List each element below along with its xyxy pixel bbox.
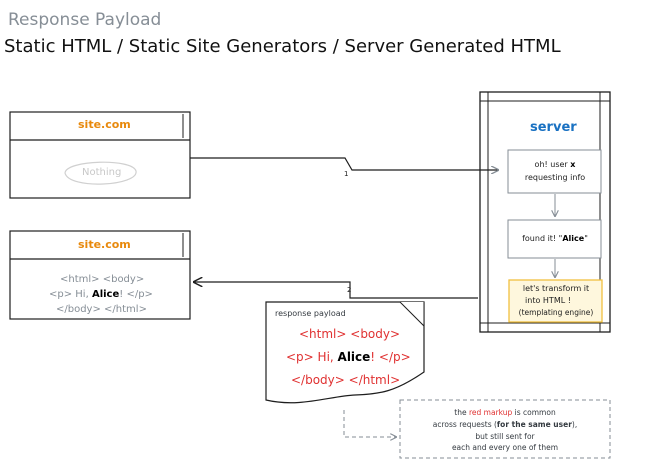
browser-html-line-1: <html> <body> — [60, 274, 145, 285]
server-step-3-line-2: into HTML ! — [525, 296, 571, 305]
server-step-1-line-1: oh! user x — [534, 160, 576, 169]
browser-window-top — [9, 111, 191, 199]
note-line-4: each and every one of them — [451, 443, 559, 452]
server-step-2: found it! "Alice" — [522, 234, 588, 243]
payload-line-1: <html> <body> — [299, 327, 401, 341]
note-box — [399, 399, 611, 459]
note-line-2: across requests (for the same user), — [432, 420, 578, 429]
browser-html-line-3: </body> </html> — [56, 304, 147, 315]
server-label: server — [530, 120, 577, 135]
site-label-top: site.com — [78, 118, 131, 131]
diagram-title: Static HTML / Static Site Generators / S… — [4, 36, 561, 57]
note-line-3: but still sent for — [475, 432, 535, 441]
request-number: 1 — [344, 170, 349, 178]
payload-line-2: <p> Hi, Alice! </p> — [286, 350, 411, 364]
request-arrow — [190, 157, 498, 170]
nothing-placeholder-shape — [64, 161, 137, 185]
server-step-1-line-2: requesting info — [524, 173, 586, 182]
note-line-1: the red markup is common — [454, 408, 556, 417]
browser-window-bottom — [9, 230, 191, 320]
note-connector — [343, 410, 396, 437]
server-box — [479, 91, 611, 333]
browser-html-line-2: <p> Hi, Alice! </p> — [49, 289, 153, 300]
site-label-bottom: site.com — [78, 238, 131, 251]
payload-line-3: </body> </html> — [291, 373, 401, 387]
diagram-subtitle: Response Payload — [8, 10, 162, 30]
server-step-3-line-1: let's transform it — [522, 284, 590, 293]
server-step-3-line-3: (templating engine) — [518, 308, 594, 317]
payload-label: response payload — [275, 309, 346, 318]
response-number: 2 — [347, 286, 352, 294]
response-payload-doc — [265, 301, 425, 404]
response-arrow — [194, 282, 478, 299]
nothing-text: Nothing — [82, 167, 122, 178]
